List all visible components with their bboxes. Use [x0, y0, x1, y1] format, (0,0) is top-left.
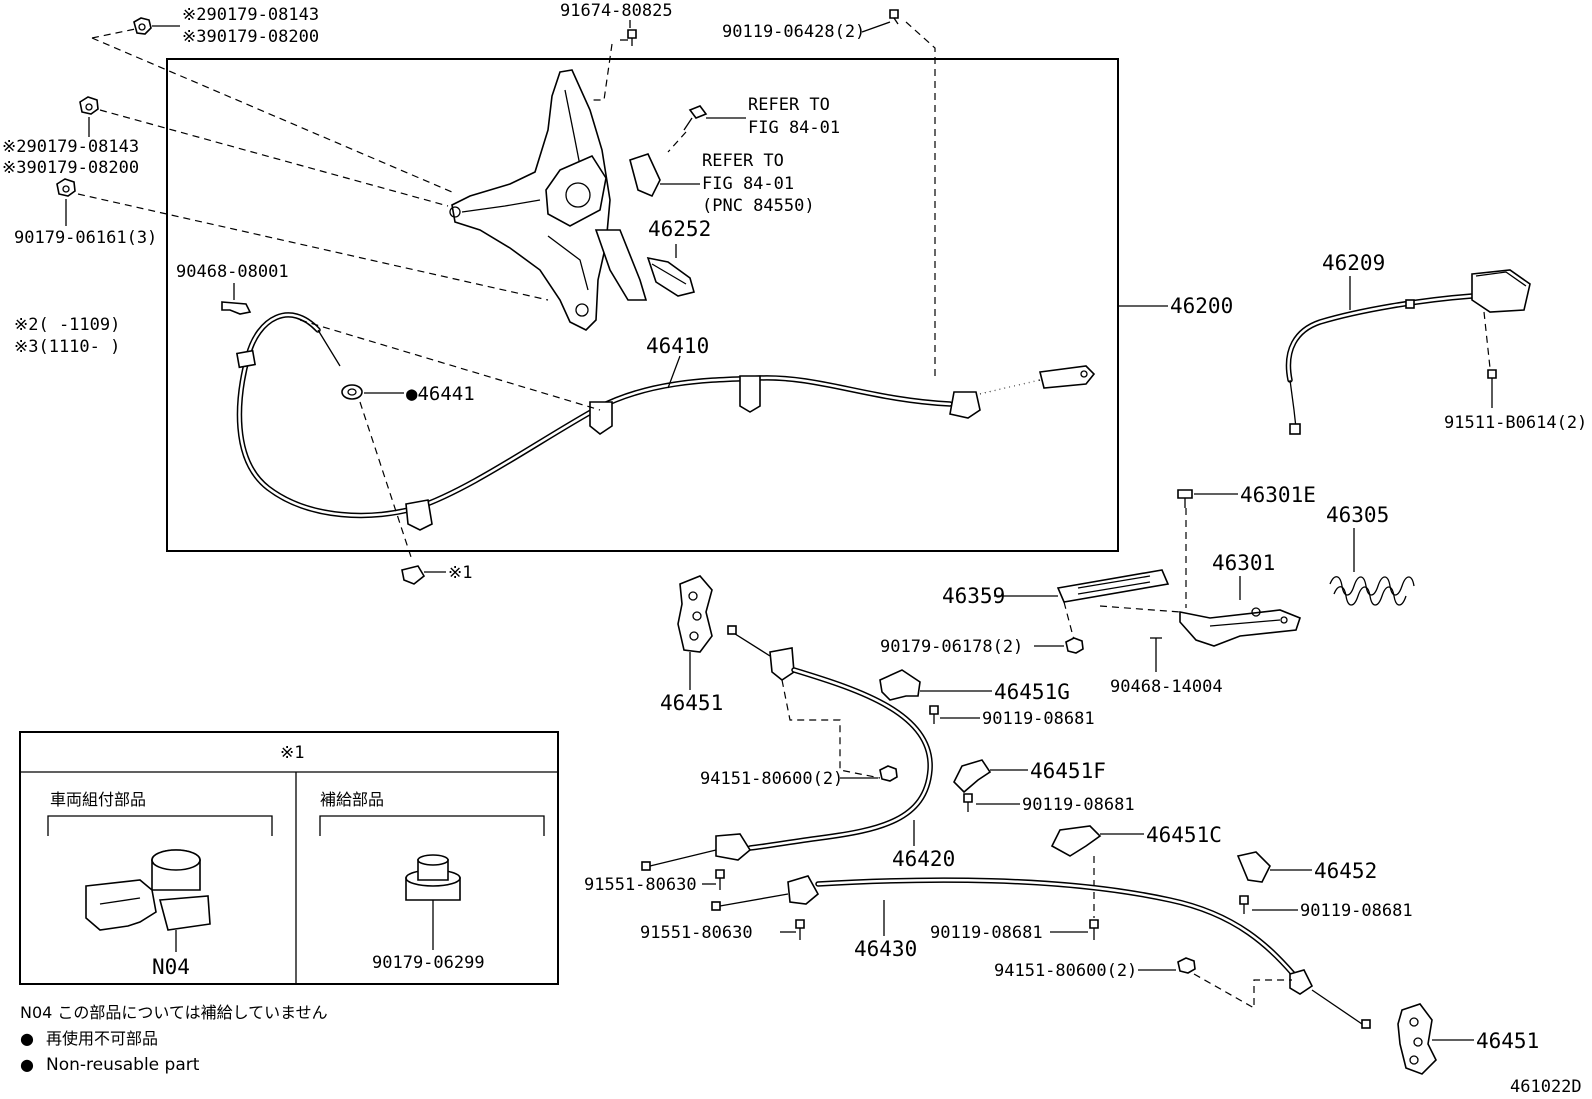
label-46410[interactable]: 46410: [646, 334, 709, 358]
plate-46451-upper-icon[interactable]: [677, 575, 713, 653]
nut-top-icon[interactable]: [133, 17, 152, 35]
label-46451F[interactable]: 46451F: [1030, 759, 1106, 783]
cable-46430[interactable]: [711, 875, 1371, 1029]
grommet-94151-upper-icon[interactable]: [879, 765, 898, 782]
label-46451-upper[interactable]: 46451: [660, 691, 723, 715]
bracket-46451F-icon[interactable]: [953, 759, 992, 794]
pedal-pad-46252-icon[interactable]: [646, 256, 695, 297]
label-94151-80600-lower[interactable]: 94151-80600(2): [994, 961, 1137, 981]
label-left-nut-2[interactable]: ※290179-08143: [2, 137, 139, 157]
note-3: ※3(1110- ): [14, 337, 120, 357]
label-90468-14004[interactable]: 90468-14004: [1110, 677, 1223, 697]
bolt-90119-08681-b-icon[interactable]: [963, 793, 973, 812]
label-refer-2-line3[interactable]: (PNC 84550): [702, 196, 815, 216]
pin-46301E-icon[interactable]: [1177, 489, 1193, 508]
legend-bullet-2: ●: [20, 1055, 34, 1074]
label-90468-08001[interactable]: 90468-08001: [176, 262, 289, 282]
clip-n04-icon[interactable]: [85, 849, 211, 931]
label-94151-80600-upper[interactable]: 94151-80600(2): [700, 769, 843, 789]
label-top-nut-2[interactable]: ※290179-08143: [182, 5, 319, 25]
lever-switch-icon[interactable]: [629, 153, 661, 198]
legend-n04-note: N04 この部品については補給していません: [20, 1003, 328, 1022]
nut-left-icon[interactable]: [79, 96, 99, 115]
cable-46410[interactable]: [235, 312, 1096, 531]
label-mark1[interactable]: ※1: [448, 563, 472, 583]
label-refer-1-line1[interactable]: REFER TO: [748, 95, 830, 115]
label-90119-08681-c[interactable]: 90119-08681: [1300, 901, 1413, 921]
bolt-refer-icon[interactable]: [683, 105, 708, 131]
bracket-46451C-icon[interactable]: [1050, 825, 1102, 857]
label-46441[interactable]: ●46441: [406, 383, 475, 405]
label-46301E[interactable]: 46301E: [1240, 483, 1316, 507]
bolt-90119-08681-d-icon[interactable]: [1089, 919, 1099, 940]
bracket-46451G-icon[interactable]: [879, 669, 921, 701]
bolt-91551-a-icon[interactable]: [715, 869, 725, 890]
clip-90468-08001-icon[interactable]: [221, 301, 252, 315]
spring-46305-icon[interactable]: [1329, 576, 1415, 606]
label-46420[interactable]: 46420: [892, 847, 955, 871]
bolt-90119-06428-icon[interactable]: [889, 9, 899, 25]
pin-90468-14004-icon[interactable]: [1150, 637, 1162, 672]
inset-header: ※1: [280, 743, 304, 763]
label-91551-80630-b[interactable]: 91551-80630: [640, 923, 753, 943]
bolt-91511-icon[interactable]: [1487, 369, 1497, 408]
cable-46209[interactable]: [1285, 269, 1531, 435]
nut-90179-06161-icon[interactable]: [56, 178, 76, 197]
label-46451G[interactable]: 46451G: [994, 680, 1070, 704]
bolt-90119-08681-c-icon[interactable]: [1239, 895, 1249, 914]
note-2: ※2( -1109): [14, 315, 120, 335]
label-90119-06428[interactable]: 90119-06428(2): [722, 22, 865, 42]
label-top-nut-3[interactable]: ※390179-08200: [182, 27, 319, 47]
inset-right-title: 補給部品: [320, 790, 384, 809]
cable-46420[interactable]: [641, 625, 933, 871]
label-91551-80630-a[interactable]: 91551-80630: [584, 875, 697, 895]
label-46301[interactable]: 46301: [1212, 551, 1275, 575]
grommet-46441-icon[interactable]: [341, 384, 363, 400]
inset-left-part: N04: [152, 955, 190, 979]
inset-right-part: 90179-06299: [372, 953, 485, 973]
label-91674-80825[interactable]: 91674-80825: [560, 1, 673, 21]
label-46451-lower[interactable]: 46451: [1476, 1029, 1539, 1053]
assembly-frame-46200: [166, 58, 1119, 552]
label-91511-B0614[interactable]: 91511-B0614(2): [1444, 413, 1587, 433]
parking-brake-pedal-bracket[interactable]: [449, 69, 648, 331]
label-90119-08681-a[interactable]: 90119-08681: [982, 709, 1095, 729]
bracket-46452-icon[interactable]: [1236, 851, 1271, 883]
label-refer-2-line2[interactable]: FIG 84-01: [702, 174, 794, 194]
bolt-91551-b-icon[interactable]: [795, 919, 805, 940]
label-90119-08681-d[interactable]: 90119-08681: [930, 923, 1043, 943]
label-46209[interactable]: 46209: [1322, 251, 1385, 275]
label-90179-06161[interactable]: 90179-06161(3): [14, 228, 157, 248]
inset-mark1: ※1 車両組付部品 補給部品 N04 90179-06299: [19, 731, 559, 985]
inset-left-title: 車両組付部品: [50, 790, 146, 809]
label-46430[interactable]: 46430: [854, 937, 917, 961]
label-46200[interactable]: 46200: [1170, 294, 1233, 318]
diagram-id: 461022D: [1510, 1077, 1582, 1097]
strut-46359-icon[interactable]: [1056, 569, 1170, 603]
grommet-94151-lower-icon[interactable]: [1177, 957, 1196, 974]
label-refer-2-line1[interactable]: REFER TO: [702, 151, 784, 171]
clip-mark1-icon[interactable]: [401, 565, 426, 585]
legend-bullet-1: ●: [20, 1029, 34, 1048]
label-90119-08681-b[interactable]: 90119-08681: [1022, 795, 1135, 815]
label-90179-06178[interactable]: 90179-06178(2): [880, 637, 1023, 657]
label-left-nut-3[interactable]: ※390179-08200: [2, 158, 139, 178]
label-46452[interactable]: 46452: [1314, 859, 1377, 883]
legend-non-reusable-en: Non-reusable part: [46, 1055, 200, 1075]
bolt-91674-icon[interactable]: [620, 29, 637, 46]
plate-46451-lower-icon[interactable]: [1397, 1003, 1437, 1075]
legend-non-reusable-jp: 再使用不可部品: [46, 1029, 158, 1048]
label-46451C[interactable]: 46451C: [1146, 823, 1222, 847]
label-46252[interactable]: 46252: [648, 217, 711, 241]
label-46305[interactable]: 46305: [1326, 503, 1389, 527]
nut-90179-06178-icon[interactable]: [1065, 637, 1084, 654]
lever-46301-icon[interactable]: [1179, 607, 1301, 647]
bolt-90119-08681-a-icon[interactable]: [929, 705, 939, 724]
label-46359[interactable]: 46359: [942, 584, 1005, 608]
label-refer-1-line2[interactable]: FIG 84-01: [748, 118, 840, 138]
nut-90179-06299-icon[interactable]: [405, 854, 461, 901]
